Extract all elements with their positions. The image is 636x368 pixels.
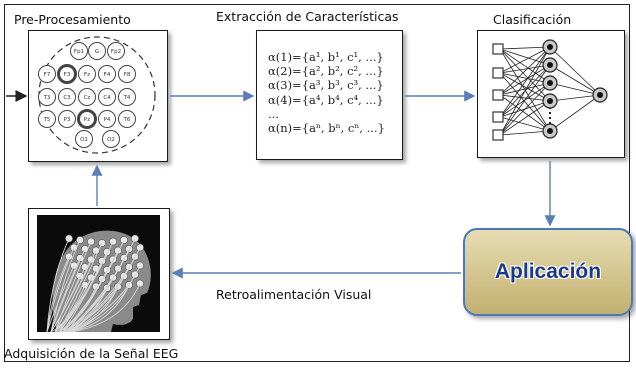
feature-line-1: α(1)={a¹, b¹, c¹, ...}: [268, 50, 384, 64]
electrode-t5: [38, 110, 56, 128]
electrode-label: Fp1: [74, 49, 84, 55]
electrode-c3: [58, 88, 76, 106]
eeg-head-image: [37, 215, 160, 333]
output-node: [597, 92, 603, 98]
classification-box: [477, 30, 625, 158]
feature-line-4: α(4)={a⁴, b⁴, c⁴, ...}: [268, 92, 384, 107]
feature-list: α(1)={a¹, b¹, c¹, ...} α(2)={a², b², c²,…: [268, 50, 385, 135]
input-node: [492, 111, 504, 123]
label-retroalimentacion: Retroalimentación Visual: [216, 287, 372, 302]
feature-line-3: α(3)={a³, b³, c³, ...}: [268, 78, 384, 93]
eeg-acquisition-box: [28, 208, 170, 340]
input-node: [492, 43, 504, 55]
electrode-label: T6: [123, 117, 131, 123]
label-clasificacion: Clasificación: [493, 12, 572, 27]
electrode-label: C4: [103, 95, 111, 101]
electrode-c4: [98, 88, 116, 106]
electrode-label: T5: [43, 117, 51, 123]
input-node: [492, 67, 504, 79]
electrode-fp2: [107, 42, 125, 60]
electrode-label: Cz: [84, 95, 91, 101]
electrode-label: F3: [64, 72, 71, 78]
electrode-f8: [118, 65, 136, 83]
aplicacion-box: Aplicación: [463, 228, 633, 316]
feature-line-2: α(2)={a², b², c², ...}: [268, 64, 384, 79]
electrode-o1: [75, 130, 93, 148]
electrode-label: T3: [43, 95, 51, 101]
electrode-label: G: [95, 49, 99, 55]
electrode-label: O1: [80, 137, 88, 143]
feature-line-dots: ...: [268, 106, 279, 121]
electrode-label: F4: [104, 72, 111, 78]
electrode-p3: [58, 110, 76, 128]
hidden-node: [547, 98, 553, 104]
hidden-node: [547, 80, 553, 86]
electrode-label: P3: [64, 117, 71, 123]
label-adquisicion: Adquisición de la Señal EEG: [4, 346, 179, 361]
electrode-label: Pz: [84, 117, 90, 123]
aplicacion-label: Aplicación: [494, 260, 602, 283]
feature-extraction-box: [256, 30, 403, 160]
electrode-f7: [38, 65, 56, 83]
electrode-label: F8: [124, 72, 131, 78]
input-node: [492, 129, 504, 141]
input-node: [492, 89, 504, 101]
neural-network-icon: [492, 39, 608, 141]
electrode-label: P4: [104, 117, 111, 123]
electrode-t6: [118, 110, 136, 128]
electrode-pz: [77, 109, 97, 129]
electrode-p4: [98, 110, 116, 128]
label-extraccion: Extracción de Características: [216, 9, 399, 24]
electrode-label: C3: [63, 95, 71, 101]
electrode-cz: [78, 88, 96, 106]
electrode-t3: [38, 88, 56, 106]
feature-line-n: α(n)={aⁿ, bⁿ, cⁿ, ...}: [268, 121, 385, 136]
electrode-label: T4: [123, 95, 131, 101]
electrode-t4: [118, 88, 136, 106]
hidden-node: [547, 128, 553, 134]
electrode-label: O2: [107, 137, 115, 143]
electrode-label: Fp2: [111, 49, 121, 55]
electrode-g: [88, 42, 106, 60]
hidden-node: [547, 62, 553, 68]
hidden-node: [547, 44, 553, 50]
electrode-fp1: [70, 42, 88, 60]
label-preprocesamiento: Pre-Procesamiento: [14, 12, 131, 27]
electrode-o2: [102, 130, 120, 148]
electrode-label: Fz: [84, 72, 90, 78]
electrode-fz: [78, 65, 96, 83]
electrode-f3: [57, 64, 77, 84]
electrode-f4: [98, 65, 116, 83]
electrode-label: F7: [44, 72, 51, 78]
diagram-frame: [4, 4, 630, 362]
